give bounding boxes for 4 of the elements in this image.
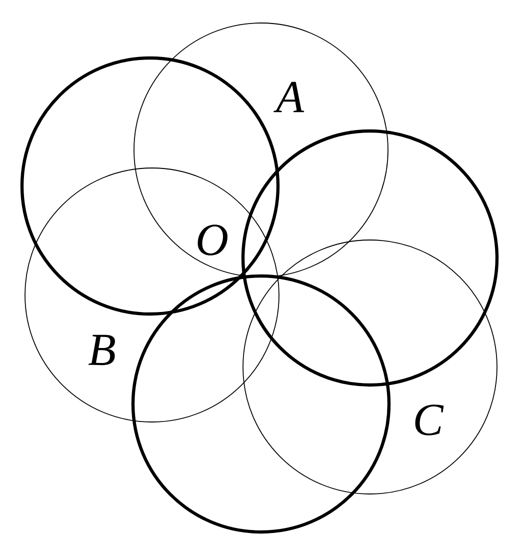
point-label: C	[415, 404, 444, 436]
point-label: A	[274, 82, 304, 112]
point-label: B	[88, 334, 115, 366]
point-label: O	[198, 224, 228, 256]
